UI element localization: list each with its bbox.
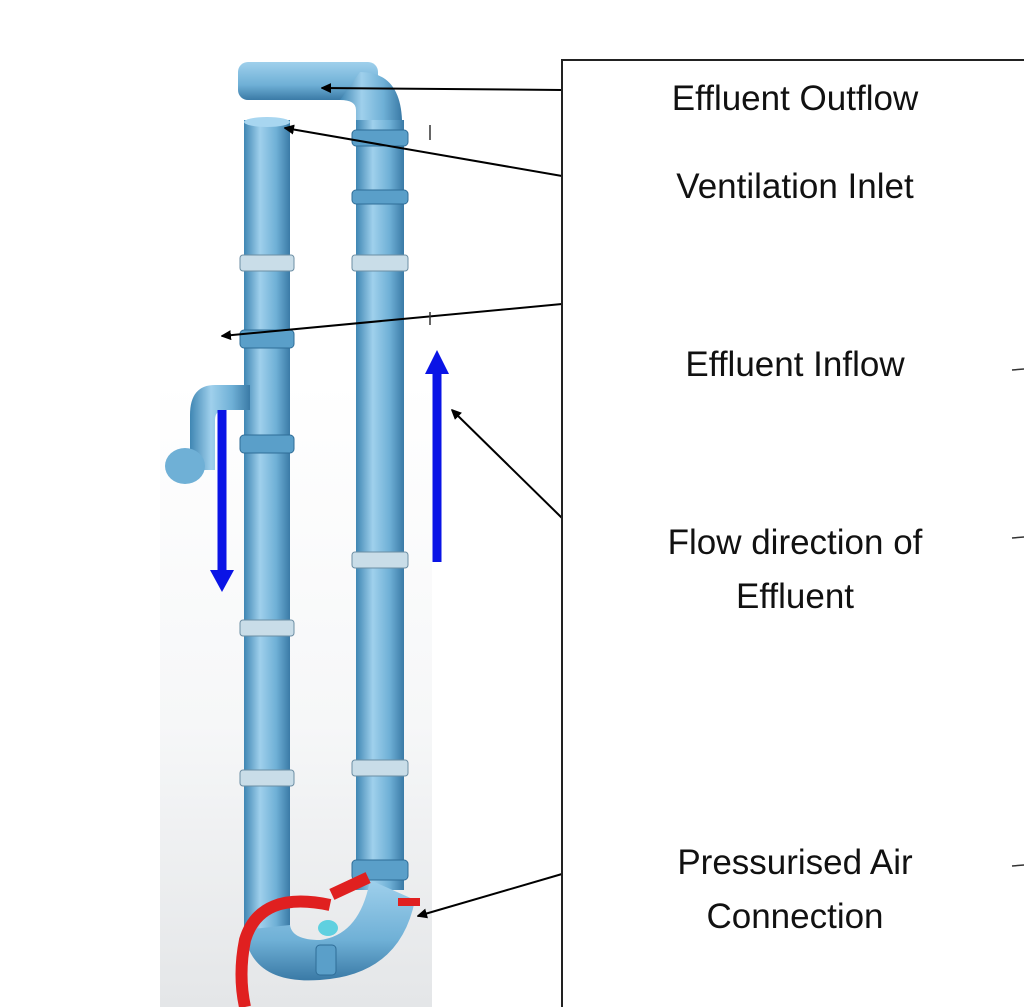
label-effluent-inflow: Effluent Inflow — [685, 345, 905, 384]
flow-arrows — [210, 350, 449, 592]
pipes — [165, 62, 420, 1007]
label-pressurised-air-1: Pressurised Air — [677, 843, 913, 882]
leader-lines — [222, 88, 563, 916]
u-bend — [244, 880, 415, 981]
label-flow-direction-2: Effluent — [735, 577, 855, 616]
air-hose — [235, 895, 332, 1007]
label-box — [561, 59, 1024, 1007]
outflow-elbow — [340, 72, 402, 130]
up-flow-arrowhead — [425, 350, 449, 374]
label-flow-direction-1: Flow direction of — [667, 523, 923, 562]
outflow-pipe — [238, 62, 378, 100]
down-flow-arrowhead — [210, 570, 234, 592]
left-ventilation-pipe — [244, 120, 290, 940]
edge-ticks — [429, 125, 1024, 867]
label-pressurised-air-2: Connection — [706, 897, 884, 936]
label-ventilation-inlet: Ventilation Inlet — [676, 167, 914, 206]
inflow-branch — [190, 385, 250, 470]
label-effluent-outflow: Effluent Outflow — [671, 79, 919, 118]
